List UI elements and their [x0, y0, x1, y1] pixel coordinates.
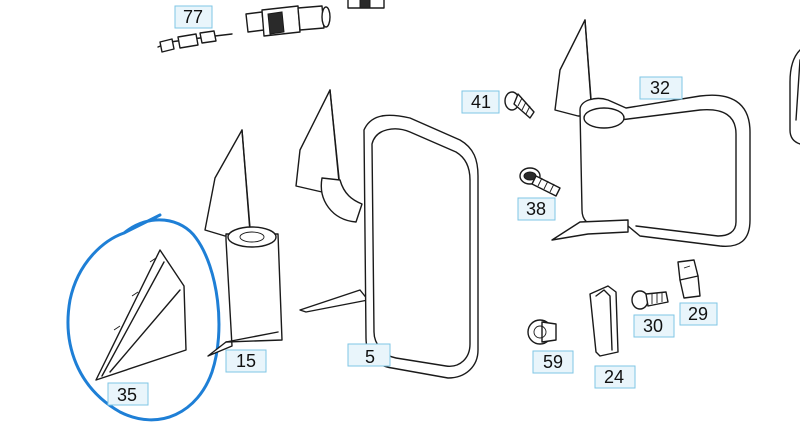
- label-77-text: 77: [183, 7, 203, 27]
- part-59-plug[interactable]: [527, 319, 557, 345]
- part-41-screw[interactable]: [504, 91, 535, 119]
- label-24[interactable]: 24: [594, 365, 636, 389]
- highlight-circle: [66, 213, 221, 422]
- part-38-bolt[interactable]: [519, 167, 561, 197]
- label-30[interactable]: 30: [633, 314, 675, 338]
- part-29-bracket[interactable]: [677, 259, 701, 299]
- label-32-text: 32: [650, 78, 670, 98]
- label-15-text: 15: [236, 351, 256, 371]
- label-30-text: 30: [643, 316, 663, 336]
- label-77[interactable]: 77: [174, 5, 213, 29]
- label-15[interactable]: 15: [225, 349, 267, 373]
- label-32[interactable]: 32: [639, 76, 683, 100]
- label-38[interactable]: 38: [517, 197, 556, 221]
- label-35[interactable]: 35: [107, 382, 149, 406]
- part-5-mirror[interactable]: [295, 89, 479, 379]
- part-edge-fragment: [789, 49, 800, 145]
- label-41-text: 41: [471, 92, 491, 112]
- part-32-bracket[interactable]: [551, 19, 751, 247]
- label-38-text: 38: [526, 199, 546, 219]
- label-5-text: 5: [365, 347, 375, 367]
- part-15-arm[interactable]: [204, 129, 283, 357]
- label-29-text: 29: [688, 304, 708, 324]
- label-59[interactable]: 59: [532, 350, 574, 374]
- label-5[interactable]: 5: [347, 343, 391, 367]
- label-29[interactable]: 29: [679, 302, 718, 326]
- part-77-connector[interactable]: [157, 0, 385, 53]
- label-35-text: 35: [117, 385, 137, 405]
- part-35-cover[interactable]: [95, 249, 187, 381]
- label-41[interactable]: 41: [461, 90, 500, 114]
- part-24-clip[interactable]: [589, 285, 619, 357]
- label-59-text: 59: [543, 352, 563, 372]
- part-30-screw[interactable]: [631, 290, 669, 310]
- label-24-text: 24: [604, 367, 624, 387]
